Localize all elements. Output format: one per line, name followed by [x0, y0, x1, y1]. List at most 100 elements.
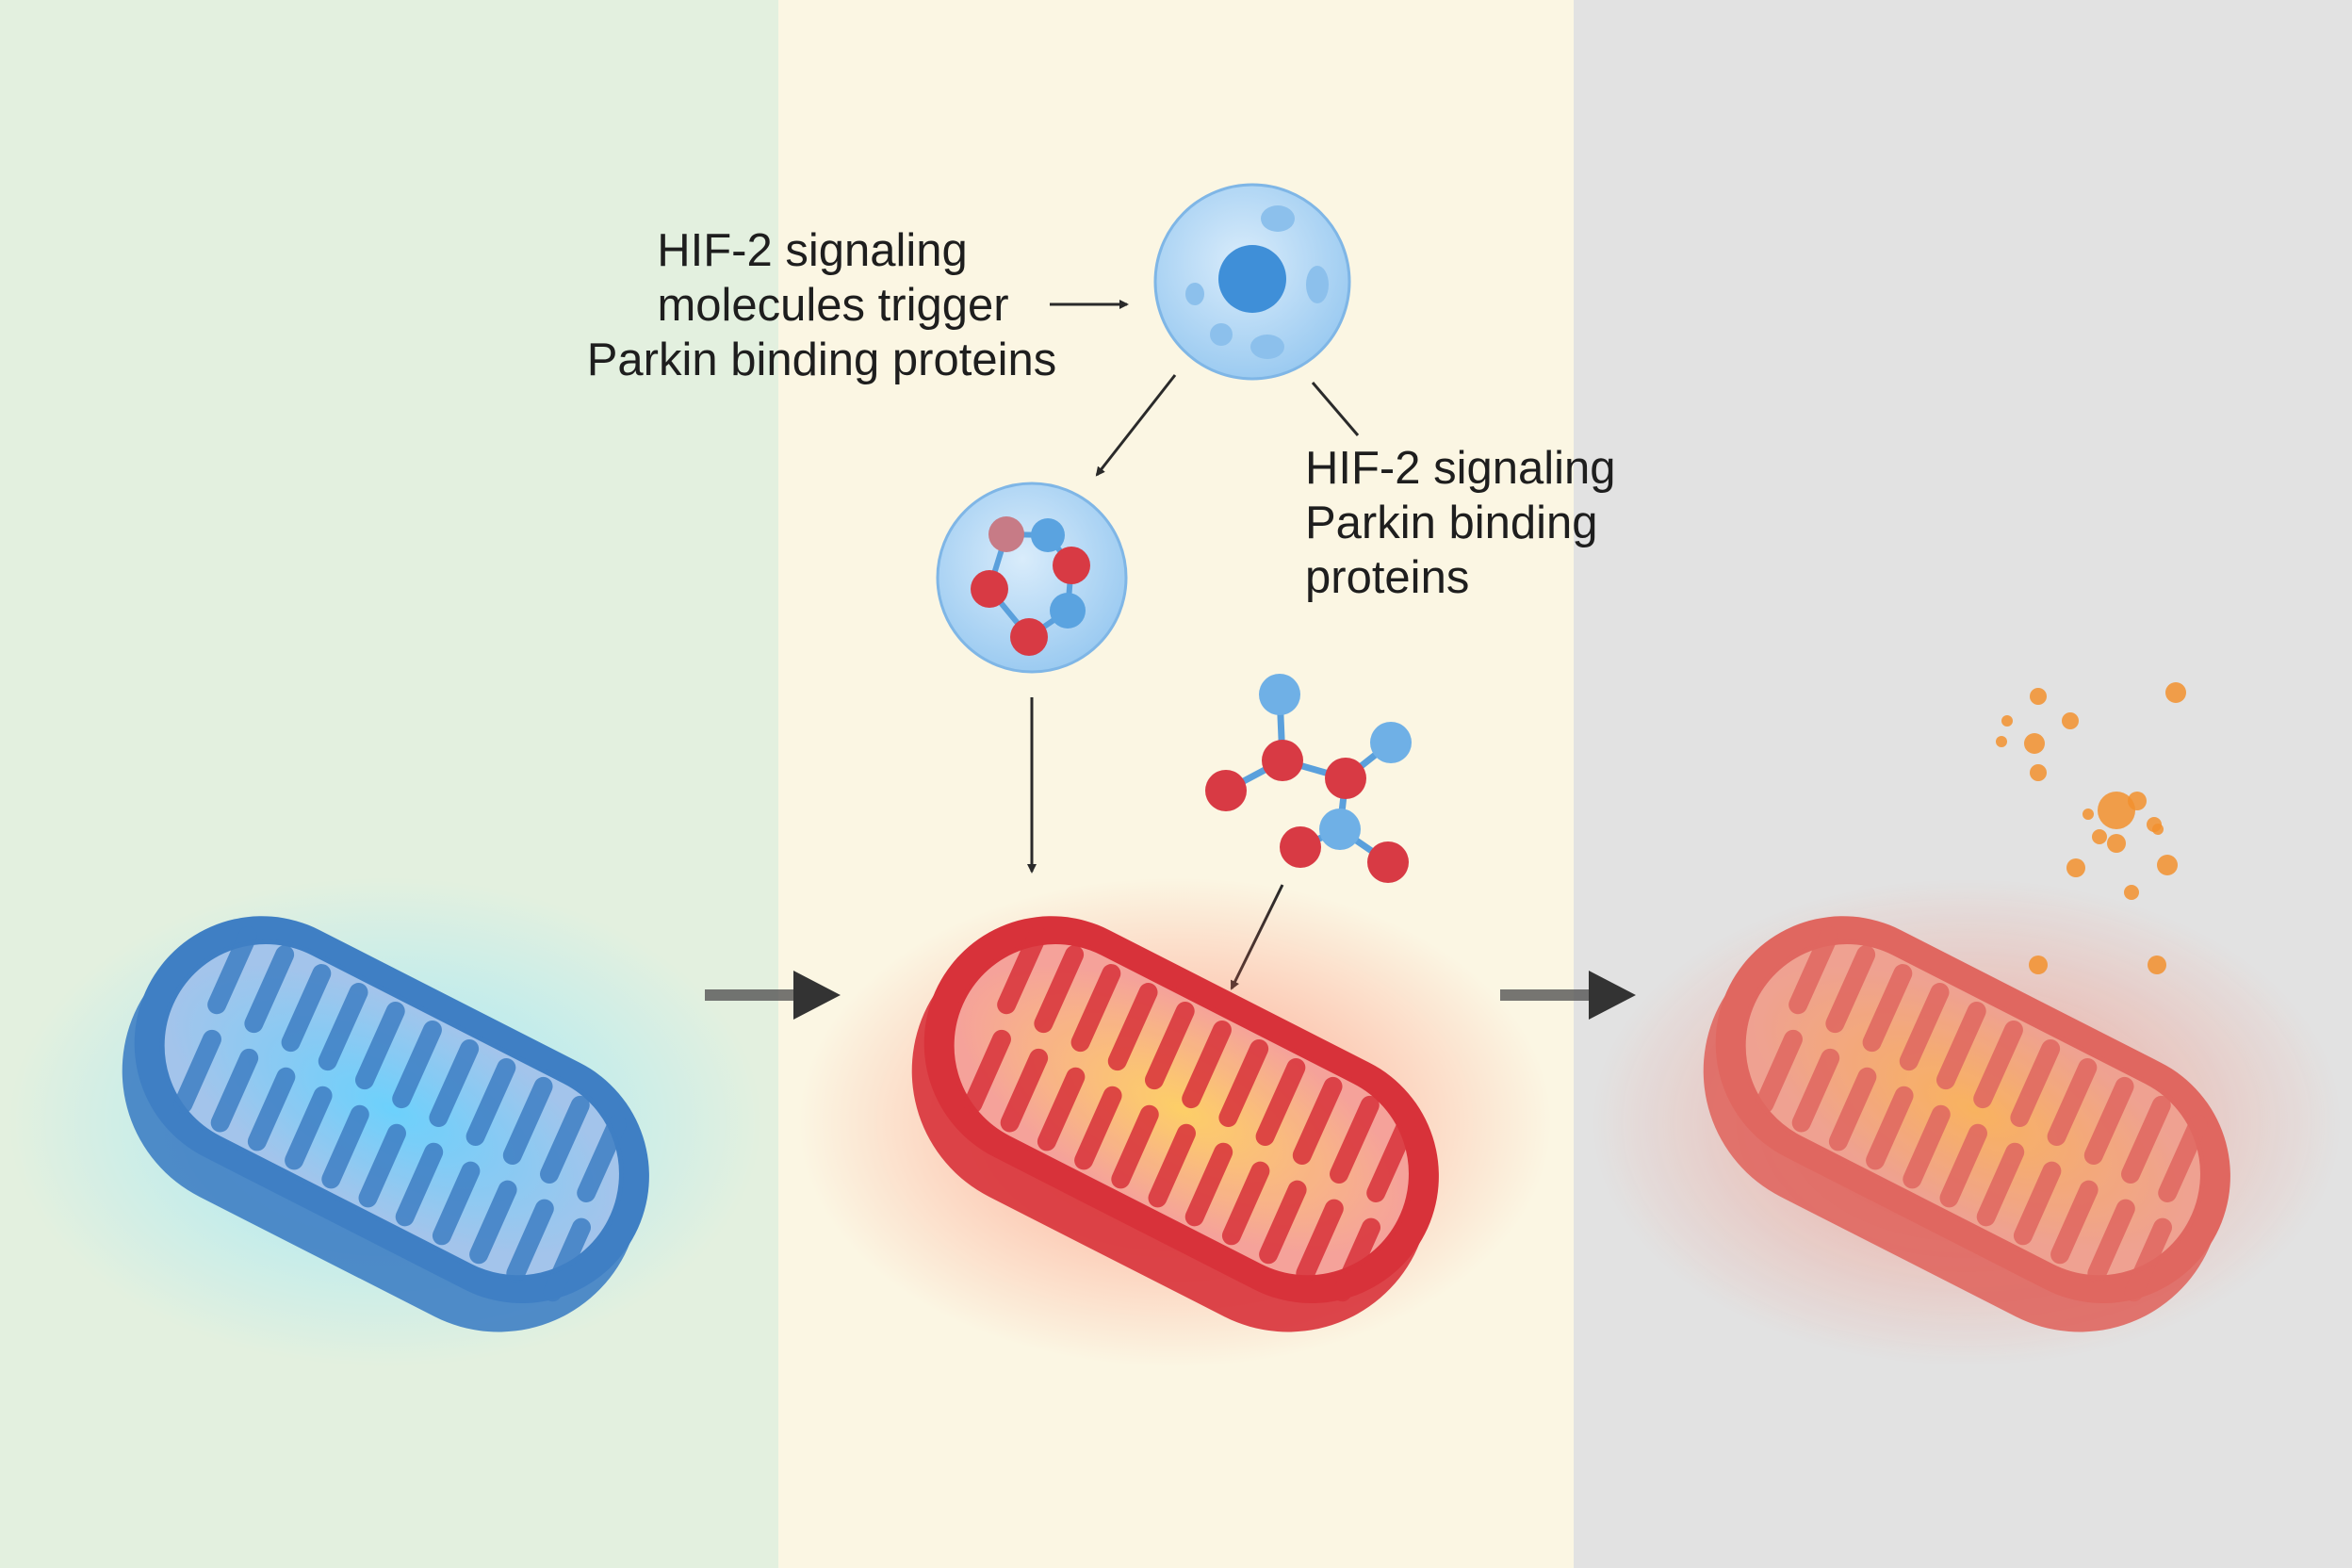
crista	[1184, 1142, 1233, 1227]
crista	[358, 1123, 406, 1208]
crista	[1330, 1095, 1380, 1184]
hif2-molecule	[1205, 674, 1412, 883]
red-atom	[1262, 740, 1303, 781]
crista	[1221, 1161, 1270, 1246]
crista	[1034, 945, 1085, 1034]
crista	[1755, 1029, 1803, 1114]
left-callout-line-2: molecules trigger	[657, 280, 1008, 331]
crista	[1074, 1086, 1122, 1170]
crista	[1292, 1076, 1343, 1166]
crista	[1332, 1217, 1381, 1302]
fragment	[2029, 956, 2048, 974]
red-atom	[1367, 841, 1409, 883]
signaled-mitochondrion	[798, 877, 1552, 1367]
crista	[173, 1029, 221, 1114]
fragment	[2062, 712, 2079, 729]
crista	[1218, 1038, 1269, 1128]
fragment	[2148, 956, 2166, 974]
crista	[506, 1199, 554, 1283]
fragment	[1996, 736, 2007, 747]
arrow-to-complex	[1095, 374, 1177, 477]
fragment	[2107, 834, 2126, 853]
damaged-mitochondrion	[1590, 877, 2344, 1367]
crista	[1903, 1104, 1951, 1189]
transition-arrow-1	[705, 971, 841, 1020]
crista	[1111, 1104, 1159, 1189]
crista	[247, 1067, 296, 1152]
crista	[281, 964, 332, 1053]
crista	[543, 1217, 592, 1302]
crista	[1828, 1067, 1877, 1152]
mitochondrial-fragments	[1996, 682, 2186, 974]
fragment	[2082, 808, 2094, 820]
crista	[2010, 1038, 2061, 1128]
red-atom	[1205, 770, 1247, 811]
crista	[395, 1142, 444, 1227]
crista	[210, 1048, 259, 1133]
fragment	[2152, 824, 2164, 835]
fragment	[2024, 733, 2045, 754]
crista	[1939, 1123, 1987, 1208]
crista	[2124, 1217, 2173, 1302]
crista	[2047, 1057, 2098, 1147]
red-atom	[1325, 758, 1366, 799]
crista	[2083, 1076, 2134, 1166]
crista	[1788, 926, 1838, 1015]
crista	[1259, 1180, 1307, 1265]
crista	[1366, 1114, 1416, 1202]
crista	[1296, 1199, 1344, 1283]
crista	[1791, 1048, 1840, 1133]
healthy-mitochondrion	[8, 877, 762, 1367]
protein-complex-vesicle	[936, 482, 1128, 674]
blue-atom	[1259, 674, 1300, 715]
crista	[1148, 1123, 1196, 1208]
crista	[392, 1020, 442, 1109]
crista	[2087, 1199, 2135, 1283]
right-callout-line-1: HIF-2 signaling	[1305, 443, 1616, 494]
crista	[1144, 1002, 1195, 1090]
fragment	[2165, 682, 2186, 703]
crista	[502, 1076, 553, 1166]
signaling-cell	[1153, 183, 1351, 381]
transition-arrow-2	[1500, 971, 1636, 1020]
blue-atom	[1319, 808, 1361, 850]
crista	[1107, 983, 1158, 1071]
right-callout-line-3: proteins	[1305, 552, 1469, 603]
crista	[963, 1029, 1011, 1114]
crista	[1936, 1002, 1986, 1090]
crista	[469, 1180, 517, 1265]
crista	[1862, 964, 1913, 1053]
crista	[1825, 945, 1876, 1034]
crista	[1899, 983, 1950, 1071]
crista	[2158, 1114, 2208, 1202]
left-callout: HIF-2 signaling molecules trigger Parkin…	[587, 225, 1056, 385]
crista	[2121, 1095, 2171, 1184]
crista	[2013, 1161, 2062, 1246]
crista	[285, 1086, 333, 1170]
connector-line	[1311, 382, 1360, 436]
right-callout: HIF-2 signaling Parkin binding proteins	[1305, 443, 1616, 603]
crista	[540, 1095, 590, 1184]
crista	[354, 1002, 405, 1090]
fragment	[2098, 792, 2135, 829]
crista	[466, 1057, 516, 1147]
fragment	[2066, 858, 2085, 877]
blue-atom	[1370, 722, 1412, 763]
crista	[1976, 1142, 2025, 1227]
fragment	[2030, 688, 2047, 705]
crista	[429, 1038, 480, 1128]
crista	[2050, 1180, 2099, 1265]
crista	[432, 1161, 481, 1246]
crista	[1255, 1057, 1306, 1147]
crista	[244, 945, 295, 1034]
left-callout-line-3: Parkin binding proteins	[587, 335, 1056, 385]
crista	[1037, 1067, 1086, 1152]
crista	[207, 926, 257, 1015]
red-atom	[1280, 826, 1321, 868]
crista	[1182, 1020, 1232, 1109]
fragment	[2092, 829, 2107, 844]
crista	[577, 1114, 627, 1202]
crista	[1866, 1086, 1914, 1170]
crista	[997, 926, 1047, 1015]
